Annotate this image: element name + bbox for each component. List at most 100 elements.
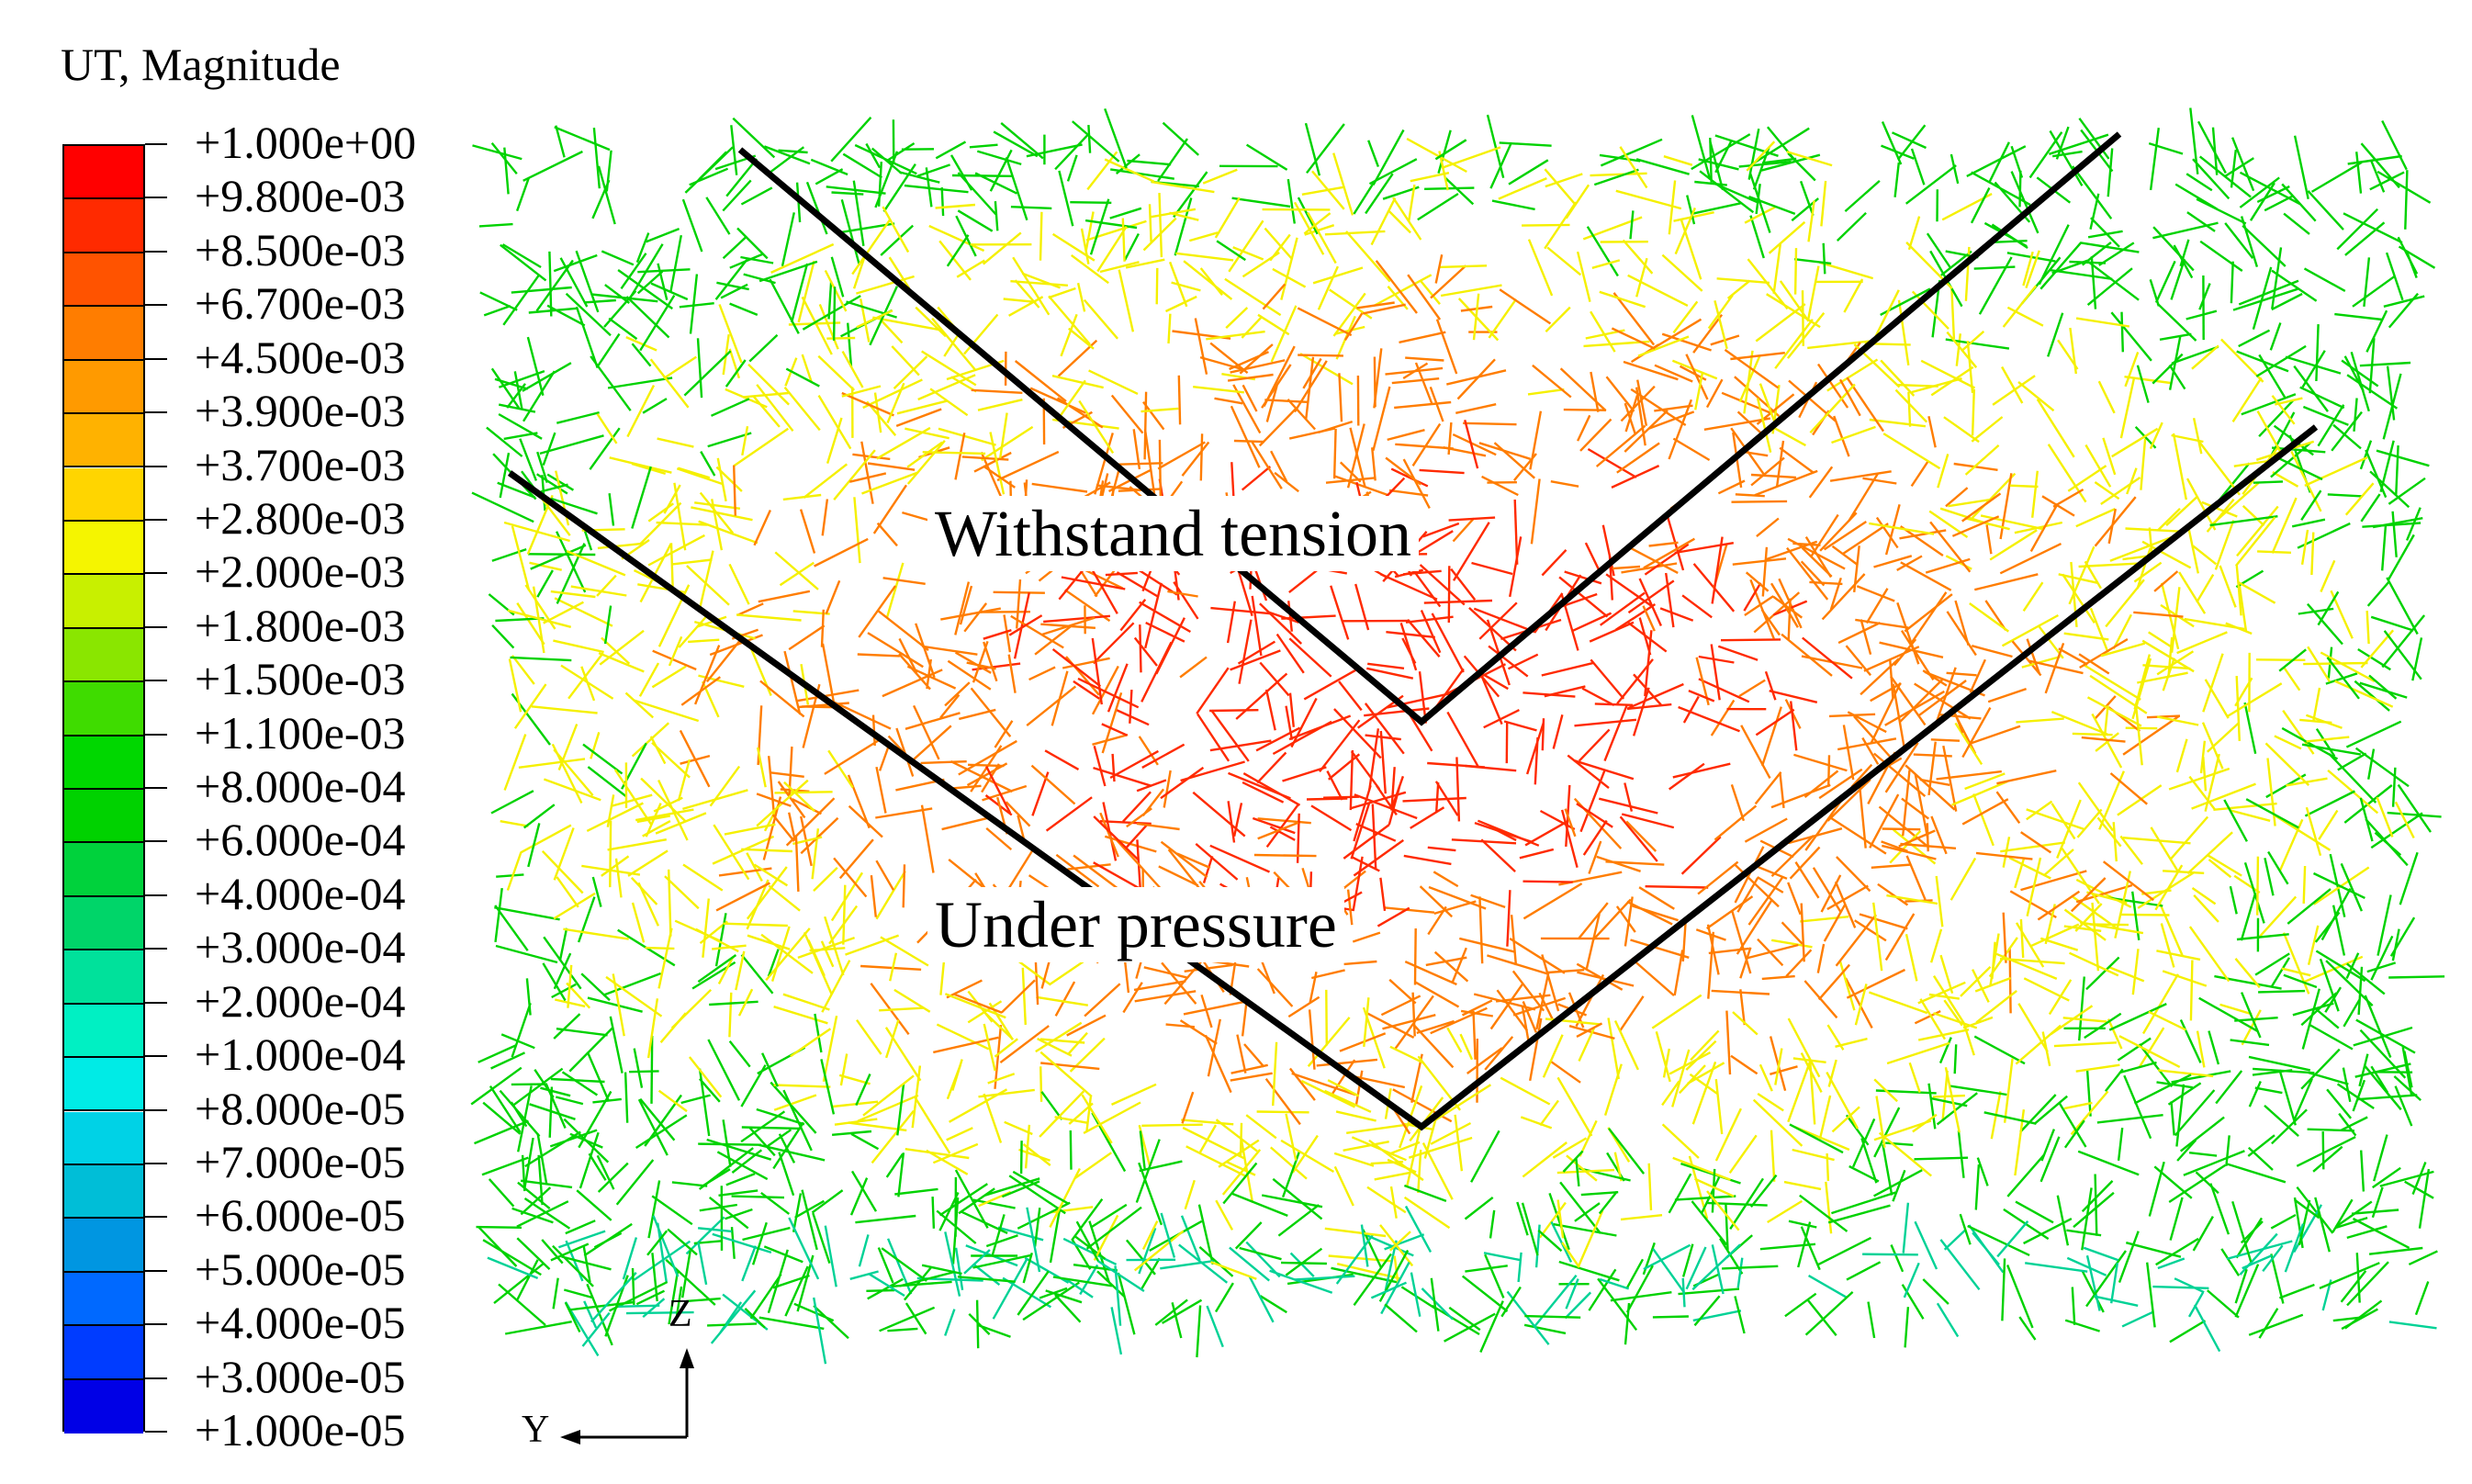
fiber — [1446, 1027, 1463, 1053]
fiber — [2171, 345, 2219, 365]
fiber — [2252, 266, 2273, 331]
fiber — [1230, 1192, 1288, 1218]
fiber — [1774, 319, 1814, 369]
fiber — [1691, 133, 1751, 171]
fiber — [880, 320, 904, 344]
fiber — [1324, 1089, 1372, 1113]
fiber — [1955, 333, 1961, 366]
fiber — [684, 146, 734, 194]
fiber — [2156, 302, 2197, 342]
fiber — [740, 954, 774, 995]
fiber — [1387, 1158, 1417, 1174]
fiber — [1262, 283, 1287, 310]
fiber — [2376, 894, 2392, 956]
fiber — [1833, 415, 1850, 457]
fiber — [2197, 120, 2227, 174]
fiber — [1809, 513, 1839, 558]
fiber — [1779, 446, 1815, 474]
fiber — [2185, 309, 2218, 320]
fiber — [1122, 982, 1143, 1014]
fiber — [1760, 609, 1781, 636]
fiber — [2148, 527, 2153, 556]
fiber — [2395, 445, 2399, 495]
fiber — [758, 260, 818, 283]
fiber — [884, 1027, 922, 1082]
fiber — [1099, 812, 1119, 858]
fiber — [607, 377, 673, 389]
fiber — [2208, 1030, 2220, 1065]
fiber — [941, 815, 992, 831]
fiber — [1892, 1169, 1906, 1202]
fiber — [1454, 1114, 1464, 1172]
fiber — [2239, 176, 2280, 208]
fiber — [488, 1178, 515, 1208]
fiber — [1743, 350, 1754, 414]
fiber — [724, 823, 776, 836]
fiber — [1109, 749, 1159, 780]
fiber — [2179, 1116, 2225, 1152]
fiber — [2083, 663, 2141, 701]
fiber — [1509, 937, 1566, 974]
fiber — [1362, 1229, 1383, 1269]
fiber — [2041, 495, 2075, 517]
fiber — [1176, 852, 1211, 870]
colorbar-tick-label: +4.500e-03 — [195, 331, 406, 383]
fiber — [493, 1262, 545, 1305]
fiber — [1478, 672, 1503, 725]
fiber — [778, 1152, 795, 1197]
fiber — [2352, 1079, 2366, 1112]
fiber — [1517, 1252, 1523, 1283]
fiber — [618, 1304, 660, 1308]
fiber — [568, 1300, 635, 1311]
fiber — [1914, 1156, 1969, 1161]
fiber — [607, 838, 668, 851]
fiber — [1175, 252, 1234, 262]
fiber — [2029, 502, 2059, 552]
fiber — [805, 181, 828, 235]
fiber — [1975, 851, 2033, 860]
fiber — [2258, 989, 2306, 994]
fiber — [1185, 1145, 1246, 1177]
fiber — [749, 1273, 782, 1320]
fiber — [1593, 168, 1639, 186]
fiber — [663, 355, 697, 380]
fiber — [1066, 1278, 1094, 1298]
fiber — [2193, 894, 2219, 923]
fiber — [1581, 687, 1615, 707]
fiber — [2050, 1005, 2094, 1036]
colorbar-tick-label: +3.900e-03 — [195, 385, 406, 437]
fiber — [1985, 524, 1993, 555]
fiber — [2134, 705, 2143, 766]
fiber — [2370, 812, 2423, 849]
fiber — [1578, 1028, 1595, 1062]
fiber — [2026, 857, 2042, 916]
fiber — [1413, 928, 1417, 985]
fiber — [1714, 300, 1728, 350]
fiber — [1209, 844, 1270, 873]
fiber — [670, 988, 713, 1029]
fiber — [1734, 1296, 1746, 1334]
fiber — [2085, 1250, 2127, 1308]
colorbar-tick-label: +1.100e-03 — [195, 706, 406, 759]
fiber — [1630, 957, 1675, 997]
fiber — [747, 363, 790, 406]
fiber — [2307, 1128, 2354, 1132]
fiber — [2219, 1003, 2253, 1016]
fiber — [2346, 1225, 2388, 1240]
fiber — [1793, 248, 1798, 295]
fiber — [586, 1051, 610, 1102]
fiber — [1865, 588, 1889, 624]
fiber — [2191, 782, 2256, 810]
fiber — [729, 302, 758, 317]
fiber — [1786, 150, 1833, 167]
fiber — [1722, 1265, 1779, 1270]
fiber — [1048, 295, 1091, 345]
fiber — [1855, 618, 1909, 629]
fiber — [1690, 1029, 1720, 1062]
fiber — [2017, 1003, 2049, 1052]
fiber — [1938, 1037, 1952, 1064]
fiber — [926, 658, 932, 690]
fiber — [1665, 512, 1685, 571]
fiber — [970, 687, 1012, 737]
fiber — [1644, 543, 1690, 576]
